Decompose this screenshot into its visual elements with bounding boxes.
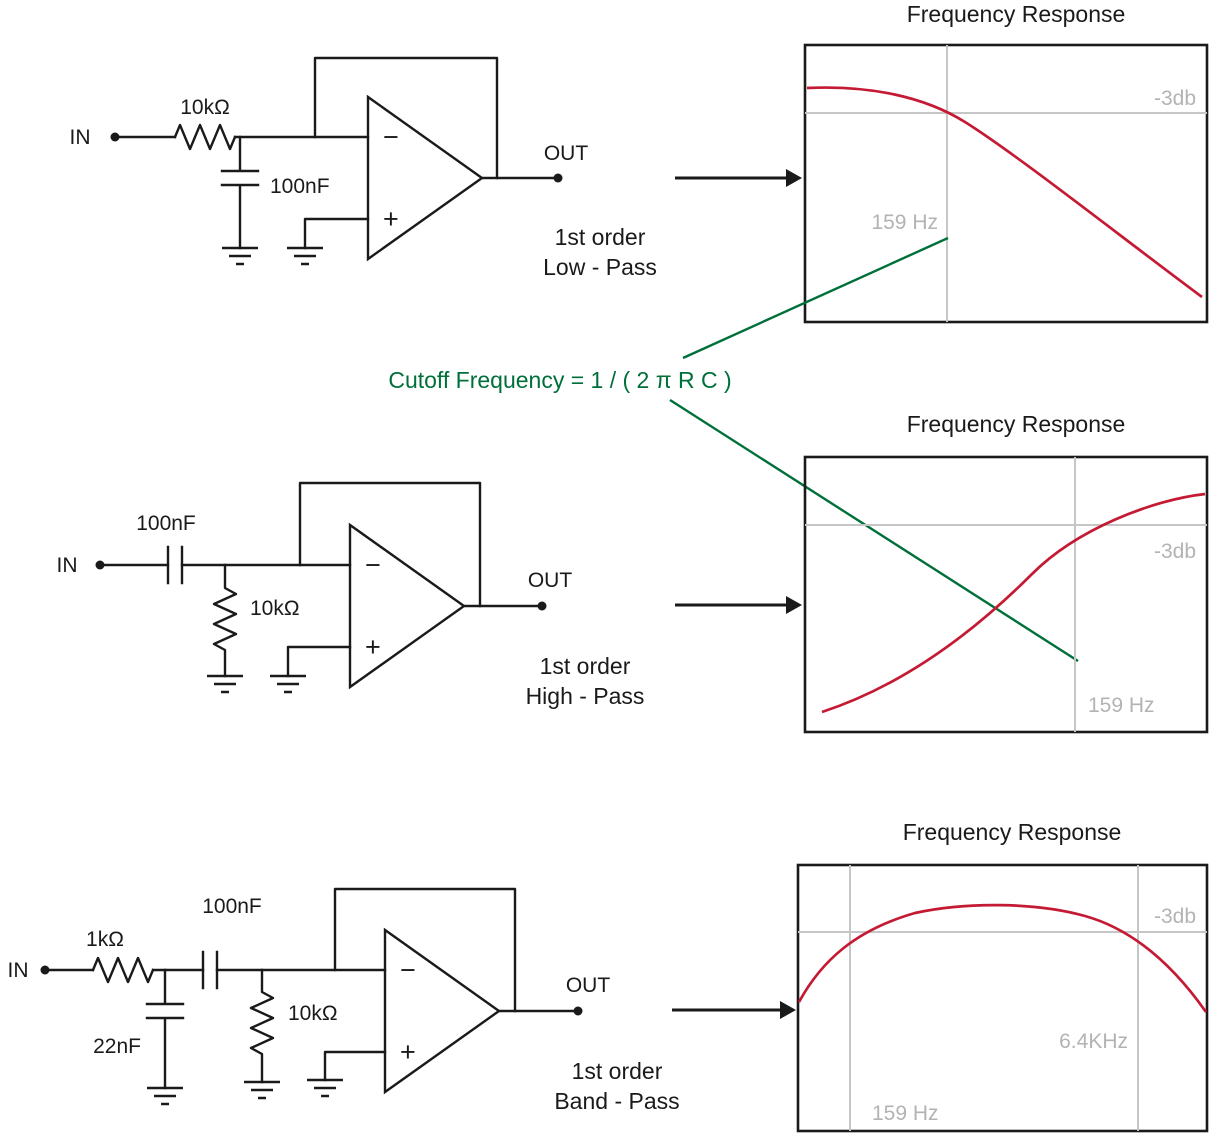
bandpass-feedback-wire [333, 887, 517, 1013]
cutoff-pointer-line-bottom [669, 398, 1079, 663]
bandpass-db-label: -3db [1154, 905, 1196, 928]
bandpass-capacitor1-ground-icon [145, 1086, 185, 1106]
lowpass-out-label: OUT [544, 142, 589, 165]
highpass-opamp-inverting-label: − [365, 550, 381, 580]
lowpass-section: IN 10kΩ 100nF − + OUT 1st order Low - Pa… [70, 1, 1209, 324]
lowpass-noninverting-wire [303, 217, 370, 250]
highpass-noninverting-ground-icon [268, 674, 308, 694]
lowpass-noninverting-ground-icon [285, 246, 325, 266]
bandpass-out-terminal [573, 1006, 583, 1016]
lowpass-cutoff-label: 159 Hz [871, 211, 938, 234]
bandpass-capacitor1-label: 22nF [93, 1035, 141, 1058]
lowpass-circuit: IN 10kΩ 100nF − + OUT 1st order Low - Pa… [70, 56, 657, 280]
lowpass-capacitor-ground-icon [220, 246, 260, 266]
bandpass-resistor1-label: 1kΩ [86, 928, 124, 951]
lowpass-caption-line1: 1st order [555, 224, 646, 250]
lowpass-capacitor [220, 135, 260, 250]
lowpass-db-label: -3db [1154, 87, 1196, 110]
bandpass-in-label: IN [8, 959, 29, 982]
bandpass-resistor2 [249, 968, 275, 1084]
highpass-response-curve [821, 492, 1206, 714]
lowpass-feedback-wire [313, 56, 499, 180]
bandpass-capacitor2-label: 100nF [202, 895, 262, 918]
highpass-capacitor-label: 100nF [136, 512, 196, 535]
cutoff-annotation: Cutoff Frequency = 1 / ( 2 π R C ) [388, 236, 1079, 663]
lowpass-in-label: IN [70, 126, 91, 149]
bandpass-section: IN 1kΩ 22nF 100nF 10kΩ − + OUT 1st order… [8, 819, 1209, 1133]
lowpass-opamp-noninverting-label: + [383, 204, 399, 234]
bandpass-out-label: OUT [566, 974, 611, 997]
highpass-capacitor [166, 545, 184, 585]
lowpass-graph: Frequency Response -3db 159 Hz [803, 1, 1209, 324]
bandpass-noninverting-wire [323, 1050, 387, 1082]
lowpass-resistor-label: 10kΩ [180, 96, 230, 119]
bandpass-resistor2-ground-icon [242, 1080, 282, 1100]
highpass-arrow-icon [675, 596, 802, 614]
bandpass-response-curve [797, 903, 1208, 1013]
bandpass-capacitor1 [145, 968, 185, 1090]
highpass-section: IN 100nF 10kΩ − + OUT 1st order High - P… [57, 411, 1209, 734]
bandpass-graph-title: Frequency Response [903, 819, 1122, 845]
highpass-caption-line2: High - Pass [526, 683, 645, 709]
lowpass-opamp-inverting-label: − [383, 122, 399, 152]
lowpass-resistor [173, 123, 237, 151]
highpass-in-label: IN [57, 554, 78, 577]
highpass-graph-title: Frequency Response [907, 411, 1126, 437]
highpass-resistor [212, 563, 238, 678]
lowpass-arrow-head [786, 169, 802, 187]
bandpass-noninverting-ground-icon [305, 1078, 345, 1098]
bandpass-resistor1 [91, 956, 155, 984]
highpass-db-label: -3db [1154, 540, 1196, 563]
bandpass-graph-frame [796, 863, 1209, 1133]
lowpass-graph-title: Frequency Response [907, 1, 1126, 27]
cutoff-formula: Cutoff Frequency = 1 / ( 2 π R C ) [388, 367, 731, 393]
highpass-arrow-head [786, 596, 802, 614]
bandpass-center-label: 6.4KHz [1059, 1030, 1128, 1053]
bandpass-caption-line2: Band - Pass [554, 1088, 679, 1114]
bandpass-arrow-head [780, 1001, 796, 1019]
bandpass-circuit: IN 1kΩ 22nF 100nF 10kΩ − + OUT 1st order… [8, 887, 680, 1114]
highpass-out-terminal [537, 601, 547, 611]
bandpass-caption-line1: 1st order [572, 1058, 663, 1084]
highpass-resistor-label: 10kΩ [250, 597, 300, 620]
lowpass-arrow-icon [675, 169, 802, 187]
highpass-cutoff-label: 159 Hz [1088, 694, 1155, 717]
lowpass-caption-line2: Low - Pass [543, 254, 657, 280]
lowpass-out-terminal [553, 173, 563, 183]
highpass-graph: Frequency Response -3db 159 Hz [803, 411, 1209, 734]
highpass-opamp-noninverting-label: + [365, 632, 381, 662]
bandpass-opamp-noninverting-label: + [400, 1037, 416, 1067]
bandpass-capacitor2 [201, 950, 219, 990]
bandpass-opamp-inverting-label: − [400, 955, 416, 985]
bandpass-graph: Frequency Response -3db 6.4KHz 159 Hz [796, 819, 1209, 1133]
cutoff-pointer-line-top [682, 236, 949, 360]
bandpass-cutoff-label: 159 Hz [872, 1102, 939, 1125]
highpass-graph-frame [803, 455, 1209, 734]
highpass-resistor-ground-icon [205, 674, 245, 694]
lowpass-response-curve [806, 86, 1203, 299]
highpass-out-label: OUT [528, 569, 573, 592]
highpass-circuit: IN 100nF 10kΩ − + OUT 1st order High - P… [57, 481, 645, 709]
highpass-feedback-wire [298, 481, 482, 608]
bandpass-resistor2-label: 10kΩ [288, 1002, 338, 1025]
bandpass-arrow-icon [672, 1001, 796, 1019]
highpass-noninverting-wire [286, 645, 352, 678]
highpass-caption-line1: 1st order [540, 653, 631, 679]
lowpass-graph-frame [803, 43, 1209, 324]
lowpass-capacitor-label: 100nF [270, 175, 330, 198]
